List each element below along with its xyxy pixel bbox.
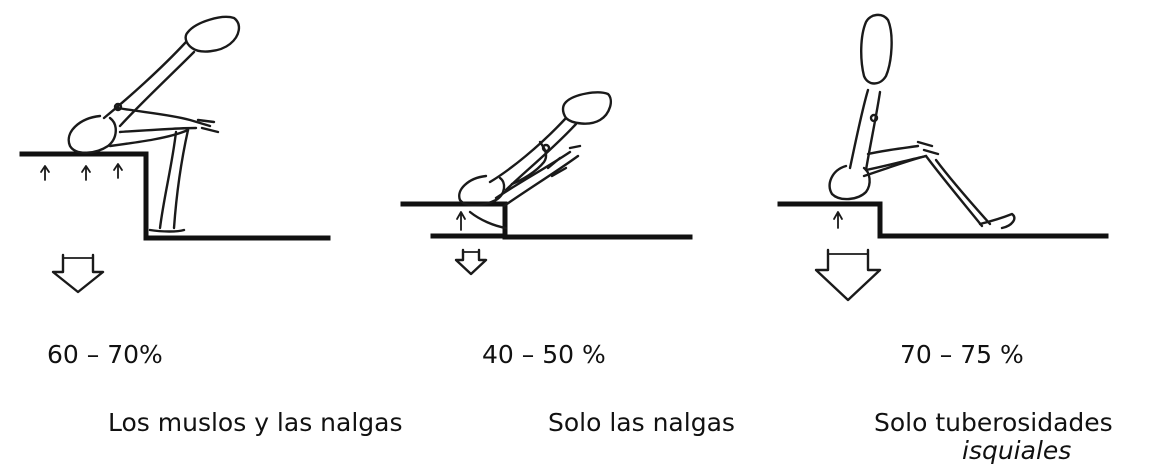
person-figure-1 xyxy=(67,15,241,233)
bench-step-3 xyxy=(777,201,1109,239)
support-label-1: Los muslos y las nalgas xyxy=(108,408,403,437)
posture-figure-2 xyxy=(400,91,693,276)
percent-label-1: 60 – 70% xyxy=(47,340,163,369)
support-label-3: Solo tuberosidades xyxy=(874,408,1113,437)
load-arrow-2 xyxy=(454,248,488,276)
person-figure-3 xyxy=(828,13,1016,230)
percent-label-3: 70 – 75 % xyxy=(900,340,1024,369)
support-label-3-extra: isquiales xyxy=(962,436,1072,465)
load-arrow-1 xyxy=(51,253,105,294)
percent-label-2: 40 – 50 % xyxy=(482,340,606,369)
posture-diagram xyxy=(19,13,1109,302)
pressure-arrows-1 xyxy=(40,163,123,181)
pressure-arrows-3 xyxy=(833,211,843,229)
load-arrow-3 xyxy=(814,248,882,302)
bench-step-2 xyxy=(400,201,693,240)
support-label-2: Solo las nalgas xyxy=(548,408,735,437)
posture-figure-3 xyxy=(777,13,1109,302)
pressure-arrows-2 xyxy=(456,211,466,231)
person-figure-2 xyxy=(458,91,612,230)
posture-figure-1 xyxy=(19,15,331,294)
bench-step-1 xyxy=(19,151,331,241)
